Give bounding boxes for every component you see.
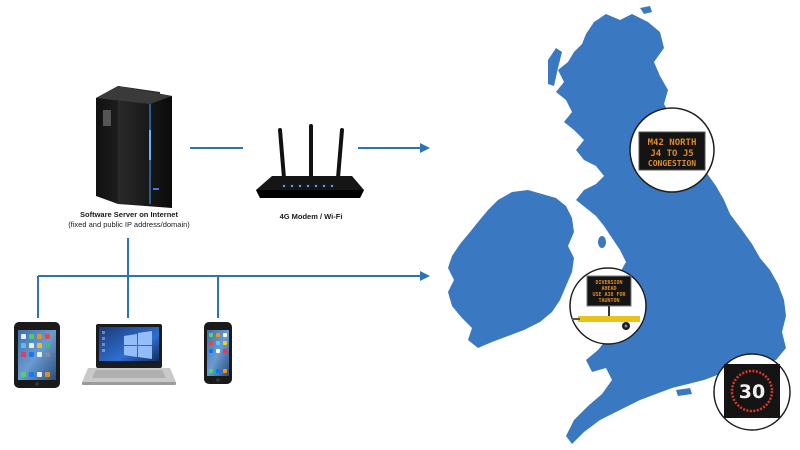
server-title: Software Server on Internet (80, 210, 178, 219)
trailer-line-3: USE A38 FOR (592, 292, 626, 298)
modem-caption: 4G Modem / Wi-Fi (246, 212, 376, 222)
trailer-line-4: TAUNTON (598, 298, 619, 304)
tablet-icon (14, 322, 60, 388)
laptop-icon (82, 324, 176, 385)
modem-label: 4G Modem / Wi-Fi (279, 212, 343, 221)
server-icon (96, 86, 172, 208)
smartphone-icon (204, 322, 232, 384)
trailer-sign-bubble: DIVERSION AHEAD USE A38 FOR TAUNTON (569, 267, 647, 345)
vms-sign-bubble: M42 NORTH J4 TO J5 CONGESTION (629, 107, 715, 193)
outer-hebrides-shape (548, 48, 562, 86)
ireland-shape (448, 190, 574, 348)
speed-sign-bubble: 30 (713, 353, 791, 431)
vms-line-1: M42 NORTH (648, 138, 697, 148)
router-icon (256, 124, 364, 198)
connectors (37, 143, 430, 318)
trailer-line-2: AHEAD (601, 286, 616, 292)
orkney-shape (640, 6, 652, 14)
server-subtitle: (fixed and public IP address/domain) (68, 220, 190, 229)
isle-of-wight-shape (676, 388, 692, 396)
speed-limit-value: 30 (739, 381, 765, 403)
vms-line-3: CONGESTION (648, 159, 696, 168)
vms-line-2: J4 TO J5 (650, 149, 693, 159)
server-caption: Software Server on Internet (fixed and p… (38, 210, 220, 230)
isle-of-man-shape (598, 236, 606, 248)
trailer-line-1: DIVERSION (595, 280, 622, 286)
